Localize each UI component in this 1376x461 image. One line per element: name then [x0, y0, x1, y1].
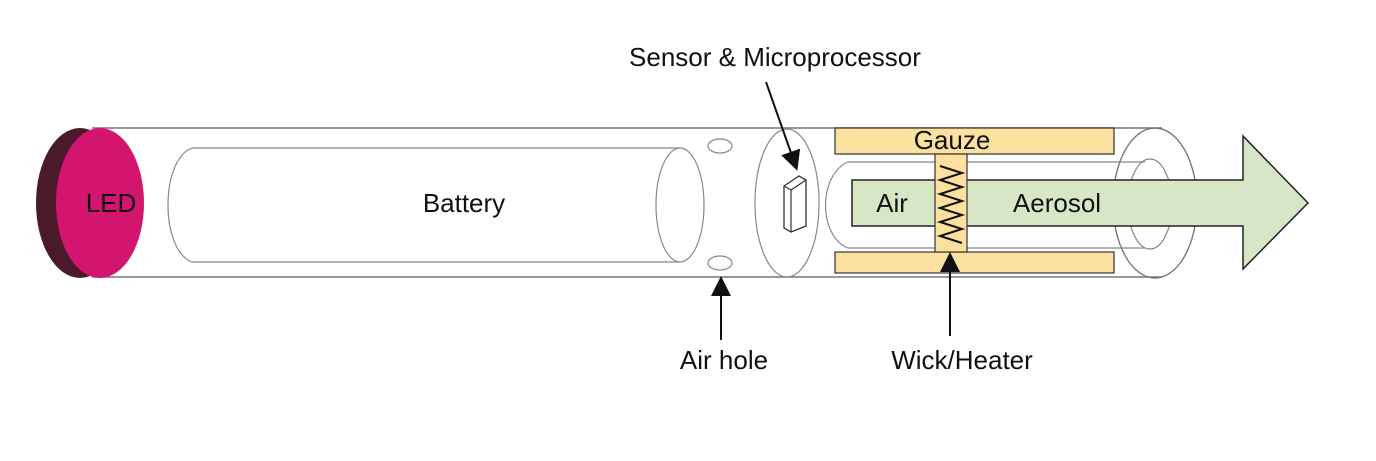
gauze: Gauze [834, 125, 1115, 274]
air-hole-bottom [707, 255, 733, 271]
air-label: Air [876, 188, 908, 218]
air-hole-label: Air hole [680, 345, 768, 375]
battery-label: Battery [423, 188, 505, 218]
wick-heater [934, 153, 968, 253]
pointers [711, 81, 960, 340]
wick-heater-label: Wick/Heater [891, 345, 1033, 375]
led-label: LED [86, 188, 137, 218]
led-cap: LED [36, 128, 144, 278]
airflow-arrow: Air Aerosol [851, 134, 1310, 271]
air-hole-top [707, 138, 733, 154]
inner-chamber [824, 161, 1145, 249]
heater-coil-icon [936, 165, 966, 244]
gauze-label: Gauze [914, 125, 991, 155]
led-face [56, 128, 144, 278]
sensor-arrow-icon [765, 81, 801, 171]
battery: Battery [167, 147, 705, 263]
aerosol-label: Aerosol [1013, 188, 1101, 218]
airflow-shape [851, 134, 1310, 271]
gauze-top [834, 127, 1115, 155]
air-holes [707, 138, 733, 271]
gauze-bottom [834, 251, 1115, 274]
sensor-label: Sensor & Microprocessor [629, 42, 921, 72]
sensor-chip [783, 175, 807, 233]
